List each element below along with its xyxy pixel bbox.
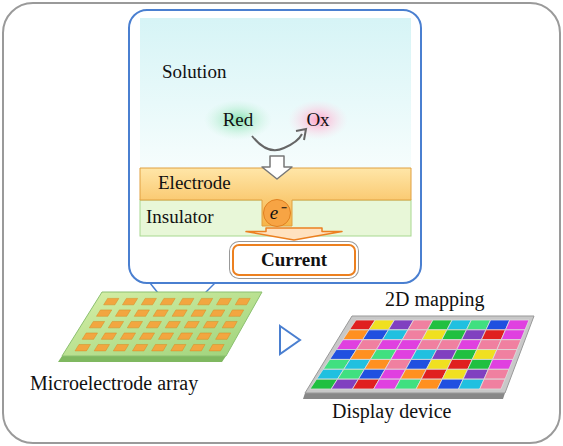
display-cell bbox=[501, 330, 525, 340]
species-label: Red bbox=[223, 110, 254, 131]
electrode-pad bbox=[96, 310, 111, 316]
solution-region: Solution bbox=[140, 18, 411, 168]
electrode-pad bbox=[120, 333, 135, 339]
electrode-pad bbox=[216, 333, 231, 339]
electrode-pad bbox=[132, 344, 147, 350]
species-label: Ox bbox=[306, 110, 329, 131]
electrode-pad bbox=[134, 310, 149, 316]
electrode-pad bbox=[184, 321, 199, 327]
electrode-pad bbox=[179, 298, 194, 304]
display-cell bbox=[488, 359, 513, 369]
electrode-pad bbox=[101, 333, 116, 339]
node-text: Insulator bbox=[146, 207, 214, 228]
electrode-pad bbox=[104, 298, 119, 304]
electrode-pad bbox=[146, 321, 161, 327]
electrode-pad bbox=[172, 310, 187, 316]
electrode-pad bbox=[108, 321, 123, 327]
electrode-pad bbox=[115, 310, 130, 316]
electrode-pad bbox=[210, 310, 225, 316]
solution-fill bbox=[140, 18, 411, 168]
electrode-pad bbox=[217, 298, 232, 304]
electrode-pad bbox=[165, 321, 180, 327]
electrode-pad bbox=[75, 344, 90, 350]
red-glow bbox=[204, 100, 272, 140]
caption-label: 2D mapping bbox=[385, 288, 484, 310]
electrode-pad bbox=[171, 344, 186, 350]
inset-panel bbox=[129, 10, 421, 283]
display-cell bbox=[484, 369, 509, 379]
electrode-pad bbox=[178, 333, 193, 339]
node-text: Solution bbox=[162, 62, 226, 83]
electrode-pad bbox=[152, 344, 167, 350]
electrode-pad bbox=[122, 298, 137, 304]
node-text: e⁻ bbox=[270, 203, 284, 224]
flow-arrow bbox=[246, 228, 342, 240]
electrode-pad bbox=[235, 298, 250, 304]
electrode-pad bbox=[113, 344, 128, 350]
flow-arrow bbox=[262, 156, 292, 179]
outer-frame bbox=[3, 3, 560, 443]
current-box: Current bbox=[232, 244, 356, 276]
caption-label: Display device bbox=[332, 400, 451, 422]
electrode-pad bbox=[203, 321, 218, 327]
electrode-pad bbox=[190, 344, 205, 350]
electrode-pad bbox=[229, 310, 244, 316]
electrode-pad bbox=[94, 344, 109, 350]
reaction-arrow bbox=[252, 134, 302, 150]
electrode-pad bbox=[191, 310, 206, 316]
ox-glow bbox=[288, 100, 348, 140]
electrode-pad bbox=[82, 333, 97, 339]
electrode-pad bbox=[160, 298, 175, 304]
display-device bbox=[305, 316, 534, 393]
display-cell bbox=[505, 320, 529, 330]
array-board bbox=[62, 292, 262, 356]
electrode-pad bbox=[158, 333, 173, 339]
electrode-layer: Electrodee⁻ bbox=[140, 168, 411, 200]
electrode-pad bbox=[197, 333, 212, 339]
electrode-pad bbox=[127, 321, 142, 327]
electrode-pad bbox=[89, 321, 104, 327]
node-text: Current bbox=[261, 250, 327, 271]
display-side bbox=[303, 393, 505, 399]
electrode-pad bbox=[153, 310, 168, 316]
electrode-pad bbox=[209, 344, 224, 350]
display-cell bbox=[497, 340, 521, 350]
array-board-side bbox=[58, 356, 226, 362]
electron-circle: e⁻ bbox=[263, 199, 291, 227]
electrode-pad bbox=[139, 333, 154, 339]
electrode-pad bbox=[222, 321, 237, 327]
display-cell bbox=[480, 379, 505, 389]
electrode-pad bbox=[141, 298, 156, 304]
electrode-pad bbox=[198, 298, 213, 304]
caption-label: Microelectrode array bbox=[30, 372, 198, 394]
display-cell bbox=[493, 350, 517, 360]
insulator-layer: Insulator bbox=[140, 200, 258, 236]
reaction-arrowhead bbox=[296, 129, 306, 140]
node-text: Electrode bbox=[158, 173, 231, 194]
flow-triangle bbox=[280, 326, 300, 354]
